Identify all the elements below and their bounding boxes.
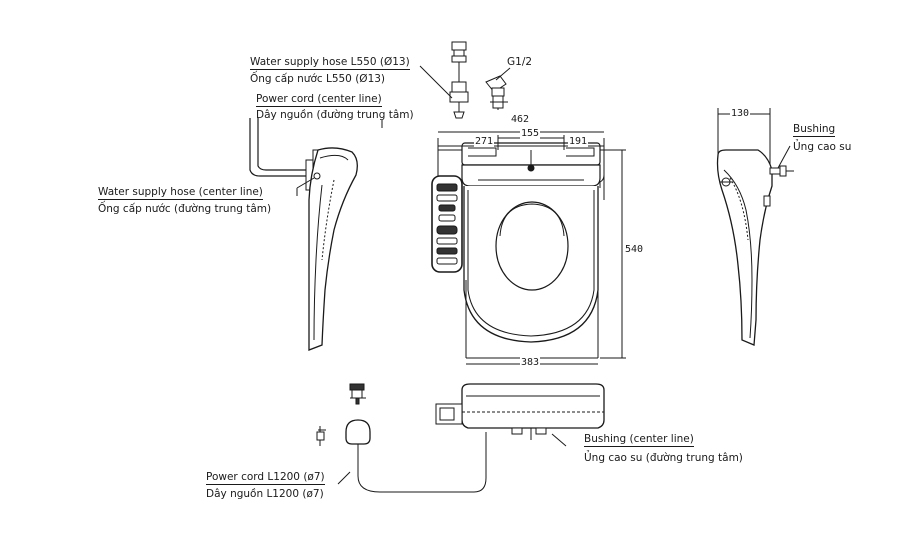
label-power-cord-center-en: Power cord (center line) (256, 93, 382, 107)
label-bushing-center-en: Bushing (center line) (584, 433, 694, 447)
label-water-hose-center-vi: Ống cấp nước (đường trung tâm) (98, 203, 272, 215)
dim-length: 540 (624, 244, 645, 255)
label-power-cord-center-vi: Dây nguồn (đường trung tâm) (256, 109, 414, 121)
label-fitting: G1/2 (507, 56, 533, 68)
plan-view (431, 131, 626, 365)
dim-right-offset: 191 (568, 136, 589, 147)
dim-overall-width: 462 (510, 114, 531, 125)
label-power-cord-l1200-vi: Dây nguồn L1200 (ø7) (206, 488, 324, 500)
label-water-hose-center-en: Water supply hose (center line) (98, 186, 263, 200)
label-bushing-center-vi: Ủng cao su (đường trung tâm) (584, 452, 743, 464)
label-water-hose-l550-vi: Ống cấp nước L550 (Ø13) (250, 73, 386, 85)
dim-left-offset: 271 (474, 136, 495, 147)
hose-fitting-detail (381, 41, 511, 128)
label-power-cord-l1200-en: Power cord L1200 (ø7) (206, 471, 325, 485)
right-side-view (716, 108, 794, 346)
label-water-hose-l550-en: Water supply hose L550 (Ø13) (250, 56, 410, 70)
left-side-view (249, 118, 358, 351)
label-bushing-en: Bushing (793, 123, 836, 137)
dim-center-span: 155 (520, 128, 541, 139)
dim-side-depth: 130 (730, 108, 751, 119)
dim-base-width: 383 (520, 357, 541, 368)
label-bushing-vi: Ủng cao su (793, 141, 852, 153)
front-view (316, 383, 605, 493)
